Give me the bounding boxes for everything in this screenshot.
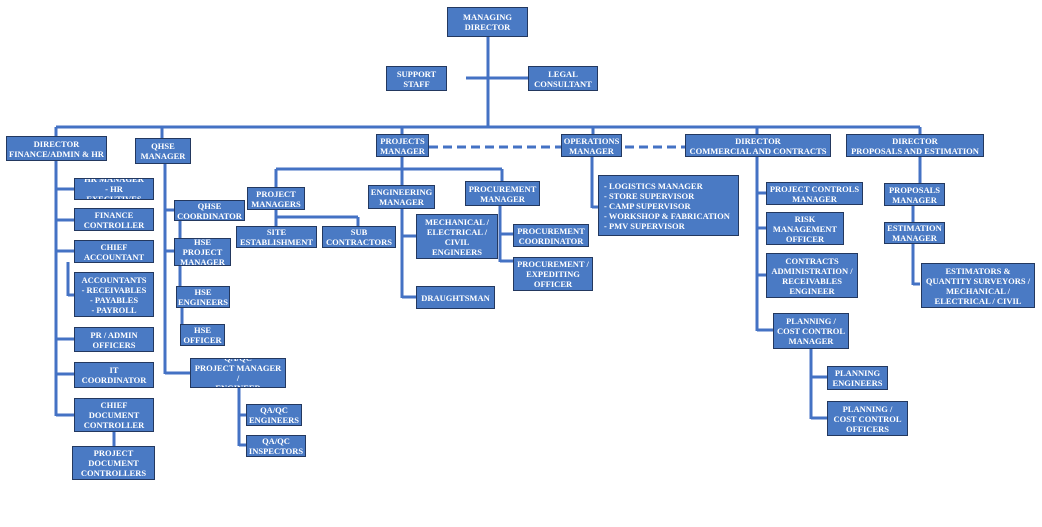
operations-manager-box: OPERATIONS MANAGER xyxy=(561,134,622,157)
planning-cost-control-manager-box: PLANNING / COST CONTROL MANAGER xyxy=(773,313,849,349)
planning-engineers-box: PLANNING ENGINEERS xyxy=(827,366,888,390)
hse-officer-box: HSE OFFICER xyxy=(180,324,225,346)
estimators-box: ESTIMATORS & QUANTITY SURVEYORS / MECHAN… xyxy=(921,263,1035,308)
qhse-coordinator-box: QHSE COORDINATOR xyxy=(174,200,245,221)
mechanical-electrical-civil-box: MECHANICAL / ELECTRICAL / CIVIL ENGINEER… xyxy=(416,214,498,259)
hse-project-manager-box: HSE PROJECT MANAGER xyxy=(174,238,231,266)
hr-manager-box: HR MANAGER - HR EXECUTIVES xyxy=(74,178,154,200)
director-proposals-box: DIRECTOR PROPOSALS AND ESTIMATION xyxy=(846,134,984,157)
risk-management-officer-box: RISK MANAGEMENT OFFICER xyxy=(766,212,844,245)
engineering-manager-box: ENGINEERING MANAGER xyxy=(368,185,435,209)
draughtsman-box: DRAUGHTSMAN xyxy=(416,286,495,309)
pr-admin-box: PR / ADMIN OFFICERS xyxy=(74,327,154,352)
project-managers-box: PROJECT MANAGERS xyxy=(247,187,305,210)
legal-consultant-box: LEGAL CONSULTANT xyxy=(528,66,598,91)
project-controls-manager-box: PROJECT CONTROLS MANAGER xyxy=(766,182,863,205)
finance-controller-box: FINANCE CONTROLLER xyxy=(74,208,154,231)
operations-staff-list: - LOGISTICS MANAGER - STORE SUPERVISOR -… xyxy=(598,175,739,236)
procurement-coordinator-box: PROCUREMENT COORDINATOR xyxy=(513,224,589,247)
hse-engineers-box: HSE ENGINEERS xyxy=(176,286,230,308)
qhse-manager-box: QHSE MANAGER xyxy=(135,138,191,164)
accountants-box: ACCOUNTANTS - RECEIVABLES - PAYABLES - P… xyxy=(74,272,154,317)
director-finance-box: DIRECTOR FINANCE/ADMIN & HR xyxy=(6,136,107,161)
estimation-manager-box: ESTIMATION MANAGER xyxy=(884,222,945,244)
director-commercial-box: DIRECTOR COMMERCIAL AND CONTRACTS xyxy=(685,134,831,157)
it-coordinator-box: IT COORDINATOR xyxy=(74,362,154,388)
qaqc-engineers-box: QA/QC ENGINEERS xyxy=(246,404,302,426)
site-establishment-box: SITE ESTABLISHMENT xyxy=(236,226,317,248)
chief-accountant-box: CHIEF ACCOUNTANT xyxy=(74,240,154,263)
managing-director-box: MANAGING DIRECTOR xyxy=(447,7,528,37)
support-staff-box: SUPPORT STAFF xyxy=(386,66,447,91)
sub-contractors-box: SUB CONTRACTORS xyxy=(322,226,396,248)
procurement-expediting-box: PROCUREMENT / EXPEDITING OFFICER xyxy=(513,257,593,291)
project-document-controllers-box: PROJECT DOCUMENT CONTROLLERS xyxy=(72,446,155,480)
chief-document-controller-box: CHIEF DOCUMENT CONTROLLER xyxy=(74,398,154,432)
projects-manager-box: PROJECTS MANAGER xyxy=(376,134,429,157)
planning-cost-control-officers-box: PLANNING / COST CONTROL OFFICERS xyxy=(827,401,908,436)
contracts-administration-box: CONTRACTS ADMINISTRATION / RECEIVABLES E… xyxy=(766,253,858,298)
proposals-manager-box: PROPOSALS MANAGER xyxy=(884,183,945,206)
qaqc-inspectors-box: QA/QC INSPECTORS xyxy=(246,435,306,457)
procurement-manager-box: PROCUREMENT MANAGER xyxy=(465,181,540,206)
qaqc-project-manager-box: QA/QC PROJECT MANAGER / ENGINEER xyxy=(190,358,286,388)
